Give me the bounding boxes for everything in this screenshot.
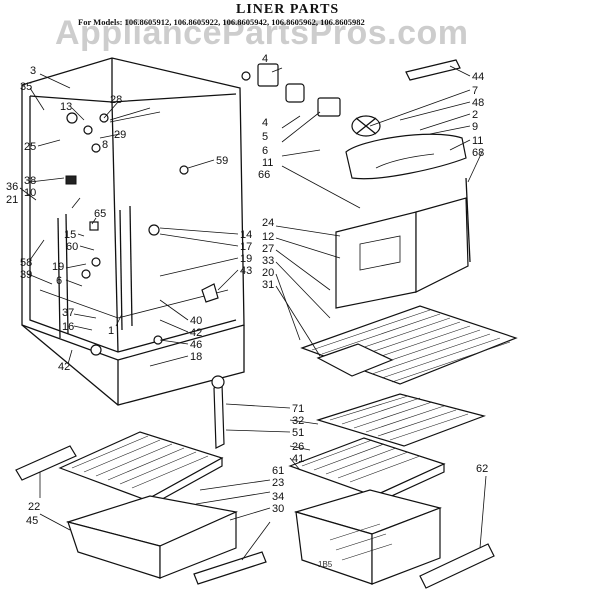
diagram-title: LINER PARTS <box>236 2 340 17</box>
callout-17: 17 <box>240 241 252 253</box>
callout-5: 5 <box>262 131 268 143</box>
callout-10: 10 <box>24 187 36 199</box>
callout-34: 34 <box>272 491 284 503</box>
callout-43: 43 <box>240 265 252 277</box>
callout-41: 41 <box>292 453 304 465</box>
crisper-pan-left <box>65 495 239 579</box>
callout-51: 51 <box>292 427 304 439</box>
left-front-trim <box>15 445 77 481</box>
crisper-cover-left <box>58 431 224 510</box>
callout-59: 59 <box>216 155 228 167</box>
callout-37: 37 <box>62 307 74 319</box>
callout-62: 62 <box>476 463 488 475</box>
liner-cabinet <box>21 57 245 406</box>
page-code: 1B5 <box>318 560 333 569</box>
callout-46: 46 <box>190 339 202 351</box>
callout-32: 32 <box>292 415 304 427</box>
callout-6b: 6 <box>262 145 268 157</box>
callout-19a: 19 <box>52 261 64 273</box>
callout-33: 33 <box>262 255 274 267</box>
wire-shelf-lower <box>315 393 486 447</box>
rear-duct-panel <box>335 177 471 309</box>
callout-labels: 3 35 13 28 29 8 25 36 38 10 21 65 15 60 … <box>6 53 488 527</box>
callout-11a: 11 <box>262 157 273 169</box>
fan-assembly <box>345 115 467 180</box>
callout-23: 23 <box>272 477 284 489</box>
callout-6a: 6 <box>56 275 62 287</box>
callout-4b: 4 <box>262 117 268 129</box>
callout-8: 8 <box>102 139 108 151</box>
callout-3: 3 <box>30 65 36 77</box>
callout-65: 65 <box>94 208 106 220</box>
callout-2: 2 <box>472 109 478 121</box>
callout-58: 58 <box>20 257 32 269</box>
callout-7: 7 <box>472 85 478 97</box>
callout-13: 13 <box>60 101 72 113</box>
callout-26: 26 <box>292 441 304 453</box>
callout-29: 29 <box>114 129 126 141</box>
callout-48: 48 <box>472 97 484 109</box>
light-socket-parts <box>241 63 341 117</box>
callout-4: 4 <box>262 53 268 65</box>
crisper-pan-right <box>293 489 442 585</box>
callout-22: 22 <box>28 501 40 513</box>
callout-12: 12 <box>262 231 274 243</box>
callout-20: 20 <box>262 267 274 279</box>
callout-21: 21 <box>6 194 18 206</box>
watermark: AppliancePartsPros.com <box>55 14 469 52</box>
callout-30: 30 <box>272 503 284 515</box>
model-list: For Models: 106.8605912, 106.8605922, 10… <box>78 17 365 27</box>
callout-35: 35 <box>20 81 32 93</box>
callout-27: 27 <box>262 243 274 255</box>
callout-66: 66 <box>258 169 270 181</box>
callout-19b: 19 <box>240 253 252 265</box>
callout-40: 40 <box>190 315 202 327</box>
callout-44: 44 <box>472 71 484 83</box>
callout-42a: 42 <box>58 361 70 373</box>
callout-68: 68 <box>472 147 484 159</box>
callout-18: 18 <box>190 351 202 363</box>
callout-28: 28 <box>110 94 122 106</box>
callout-25: 25 <box>24 141 36 153</box>
callout-60: 60 <box>66 241 78 253</box>
callout-24: 24 <box>262 217 274 229</box>
callout-61: 61 <box>272 465 284 477</box>
callout-45: 45 <box>26 515 38 527</box>
callout-36: 36 <box>6 181 18 193</box>
callout-11b: 11 <box>472 135 483 147</box>
wire-shelf-upper <box>300 305 518 385</box>
crisper-cover-right <box>288 437 446 505</box>
leader-lines <box>19 65 487 561</box>
callout-1: 1 <box>108 325 114 337</box>
callout-38: 38 <box>24 175 36 187</box>
callout-39: 39 <box>20 269 32 281</box>
callout-16: 16 <box>62 321 74 333</box>
callout-15: 15 <box>64 229 76 241</box>
callout-71: 71 <box>292 403 304 415</box>
shelf-support <box>213 383 225 449</box>
callout-14: 14 <box>240 229 252 241</box>
bottom-trim-right <box>419 543 495 589</box>
trim-strip <box>405 59 461 81</box>
callout-42b: 42 <box>190 327 202 339</box>
callout-31: 31 <box>262 279 274 291</box>
bottom-trim-left <box>193 551 267 585</box>
callout-9: 9 <box>472 121 478 133</box>
